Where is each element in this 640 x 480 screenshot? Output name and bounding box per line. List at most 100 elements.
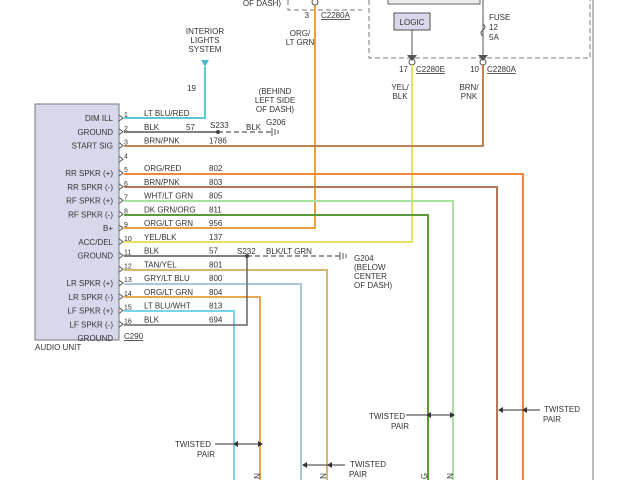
- pin-chevron-icon: [118, 155, 124, 163]
- circuit-number: 813: [209, 302, 223, 311]
- fuse-arrow-icon: [478, 55, 488, 61]
- fuse-l1: FUSE: [489, 13, 510, 22]
- circuit-number: 803: [209, 178, 223, 187]
- wire-tan-yel: [124, 269, 328, 480]
- twisted-pair-1-l1: TWISTED: [369, 412, 405, 421]
- twisted-pair-1-l2: PAIR: [391, 422, 409, 431]
- splice-s233: [216, 130, 220, 134]
- pin-chevron-icon: [118, 238, 124, 246]
- splice-s232: [245, 254, 249, 258]
- c2280a-right-wire-l2: PNK: [461, 92, 478, 101]
- circuit-number: 694: [209, 315, 223, 324]
- pin-number: 1: [124, 112, 128, 119]
- pin-function-label: RR SPKR (-): [67, 183, 113, 192]
- g206-label: G206: [266, 118, 286, 127]
- wire-color-label: LT BLU/WHT: [144, 302, 191, 311]
- pin-chevron-icon: [118, 169, 124, 177]
- circuit-number: 802: [209, 164, 223, 173]
- pin-chevron-icon: [118, 320, 124, 328]
- wire-color-label: BLK: [144, 247, 160, 256]
- wire-color-label: BLK: [144, 315, 160, 324]
- interior-lights-arrow-icon: [201, 60, 209, 67]
- pin-number: 11: [124, 250, 131, 257]
- pin-number: 14: [124, 291, 132, 298]
- audio-unit-connector-label: C290: [124, 332, 144, 341]
- c2280a-right-wire-l1: BRN/: [459, 83, 479, 92]
- g204-note-l2: CENTER: [354, 272, 387, 281]
- twisted-pair-2-l2: PAIR: [543, 415, 561, 424]
- pin-chevron-icon: [118, 183, 124, 191]
- c2280a-right-pin: 10: [470, 65, 479, 74]
- g206-note-l1: (BEHIND: [259, 87, 292, 96]
- wire-dim-ill: [124, 67, 206, 119]
- bottom-fragment-3: G: [420, 473, 429, 479]
- wire-color-label: GRY/LT BLU: [144, 274, 190, 283]
- circuit-number: 57: [209, 247, 218, 256]
- twisted-pair-1: TWISTED PAIR: [369, 412, 455, 431]
- wire-start-sig: [124, 65, 484, 147]
- wire-color-label: WHT/LT GRN: [144, 192, 193, 201]
- wire-lr-spkr-plus: [124, 283, 302, 480]
- pin-function-label: ACC/DEL: [78, 238, 113, 247]
- wire-rr-spkr-plus: [124, 173, 524, 480]
- pin-chevron-icon: [118, 210, 124, 218]
- pin-function-label: LF SPKR (+): [67, 307, 113, 316]
- c2280a-left-wire-l2: LT GRN: [286, 38, 315, 47]
- twisted-pair-3-l1: TWISTED: [175, 440, 211, 449]
- interior-lights-l1: INTERIOR: [186, 27, 224, 36]
- audio-unit-box: [34, 103, 120, 341]
- pin-chevron-icon: [118, 307, 124, 314]
- circuit-number: 801: [209, 260, 223, 269]
- audio-unit-label: AUDIO UNIT: [35, 343, 81, 352]
- wire-rr-spkr-minus: [124, 186, 498, 480]
- fuse-icon: [480, 23, 486, 37]
- logic-arrow-icon: [407, 55, 417, 61]
- wire-color-label: LT BLU/RED: [144, 109, 190, 118]
- twisted-pair-2-l1: TWISTED: [544, 405, 580, 414]
- wire-color-label: BRN/PNK: [144, 178, 180, 187]
- circuit-number: 805: [209, 192, 223, 201]
- pin-function-label: RR SPKR (+): [65, 169, 113, 178]
- bottom-fragment-2: N: [319, 473, 328, 479]
- pin-chevron-icon: [118, 197, 124, 204]
- pin-function-label: DIM ILL: [85, 114, 114, 123]
- circuit-number: 956: [209, 219, 223, 228]
- c2280e-pin: 17: [399, 65, 408, 74]
- wire-color-label: ORG/LT GRN: [144, 219, 193, 228]
- pin-number: 13: [124, 277, 132, 284]
- interior-lights-l2: LIGHTS: [191, 36, 220, 45]
- g206-note-l2: LEFT SIDE: [255, 96, 295, 105]
- twisted-pair-3: TWISTED PAIR: [175, 440, 263, 459]
- pin-function-label: START SIG: [72, 142, 113, 151]
- wire-color-label: ORG/RED: [144, 164, 182, 173]
- logic-label: LOGIC: [400, 18, 425, 27]
- pin-chevron-icon: [118, 128, 124, 136]
- pin-number: 12: [124, 263, 132, 270]
- twisted-pair-2: TWISTED PAIR: [498, 405, 580, 424]
- interior-lights-pin: 19: [187, 84, 196, 93]
- pin-number: 10: [124, 236, 132, 243]
- wire-acc-del: [124, 65, 413, 243]
- pin-number: 16: [124, 318, 132, 325]
- pin-chevron-icon: [118, 279, 124, 287]
- twisted-pair-4-l2: PAIR: [349, 470, 367, 479]
- wire-color-label: TAN/YEL: [144, 260, 177, 269]
- c2280a-left-wire-l1: ORG/: [290, 29, 311, 38]
- bottom-fragment-4: N: [446, 473, 455, 479]
- pin-number: 9: [124, 222, 128, 229]
- wire-lr-spkr-minus: [124, 296, 261, 480]
- wire-rf-spkr-minus: [124, 214, 429, 480]
- ground-g204-icon: [339, 252, 347, 260]
- connector-c2280a-left: [311, 0, 319, 6]
- pin-number: 7: [124, 195, 128, 202]
- pin-chevron-icon: [118, 142, 124, 149]
- wire-rf-spkr-plus: [124, 200, 454, 480]
- pin-chevron-icon: [118, 224, 124, 232]
- pin-function-label: LR SPKR (-): [69, 293, 114, 302]
- g204-label: G204: [354, 254, 374, 263]
- pin-function-label: RF SPKR (-): [68, 210, 113, 219]
- pin-number: 15: [124, 305, 132, 312]
- pin-function-label: GROUND: [77, 128, 113, 137]
